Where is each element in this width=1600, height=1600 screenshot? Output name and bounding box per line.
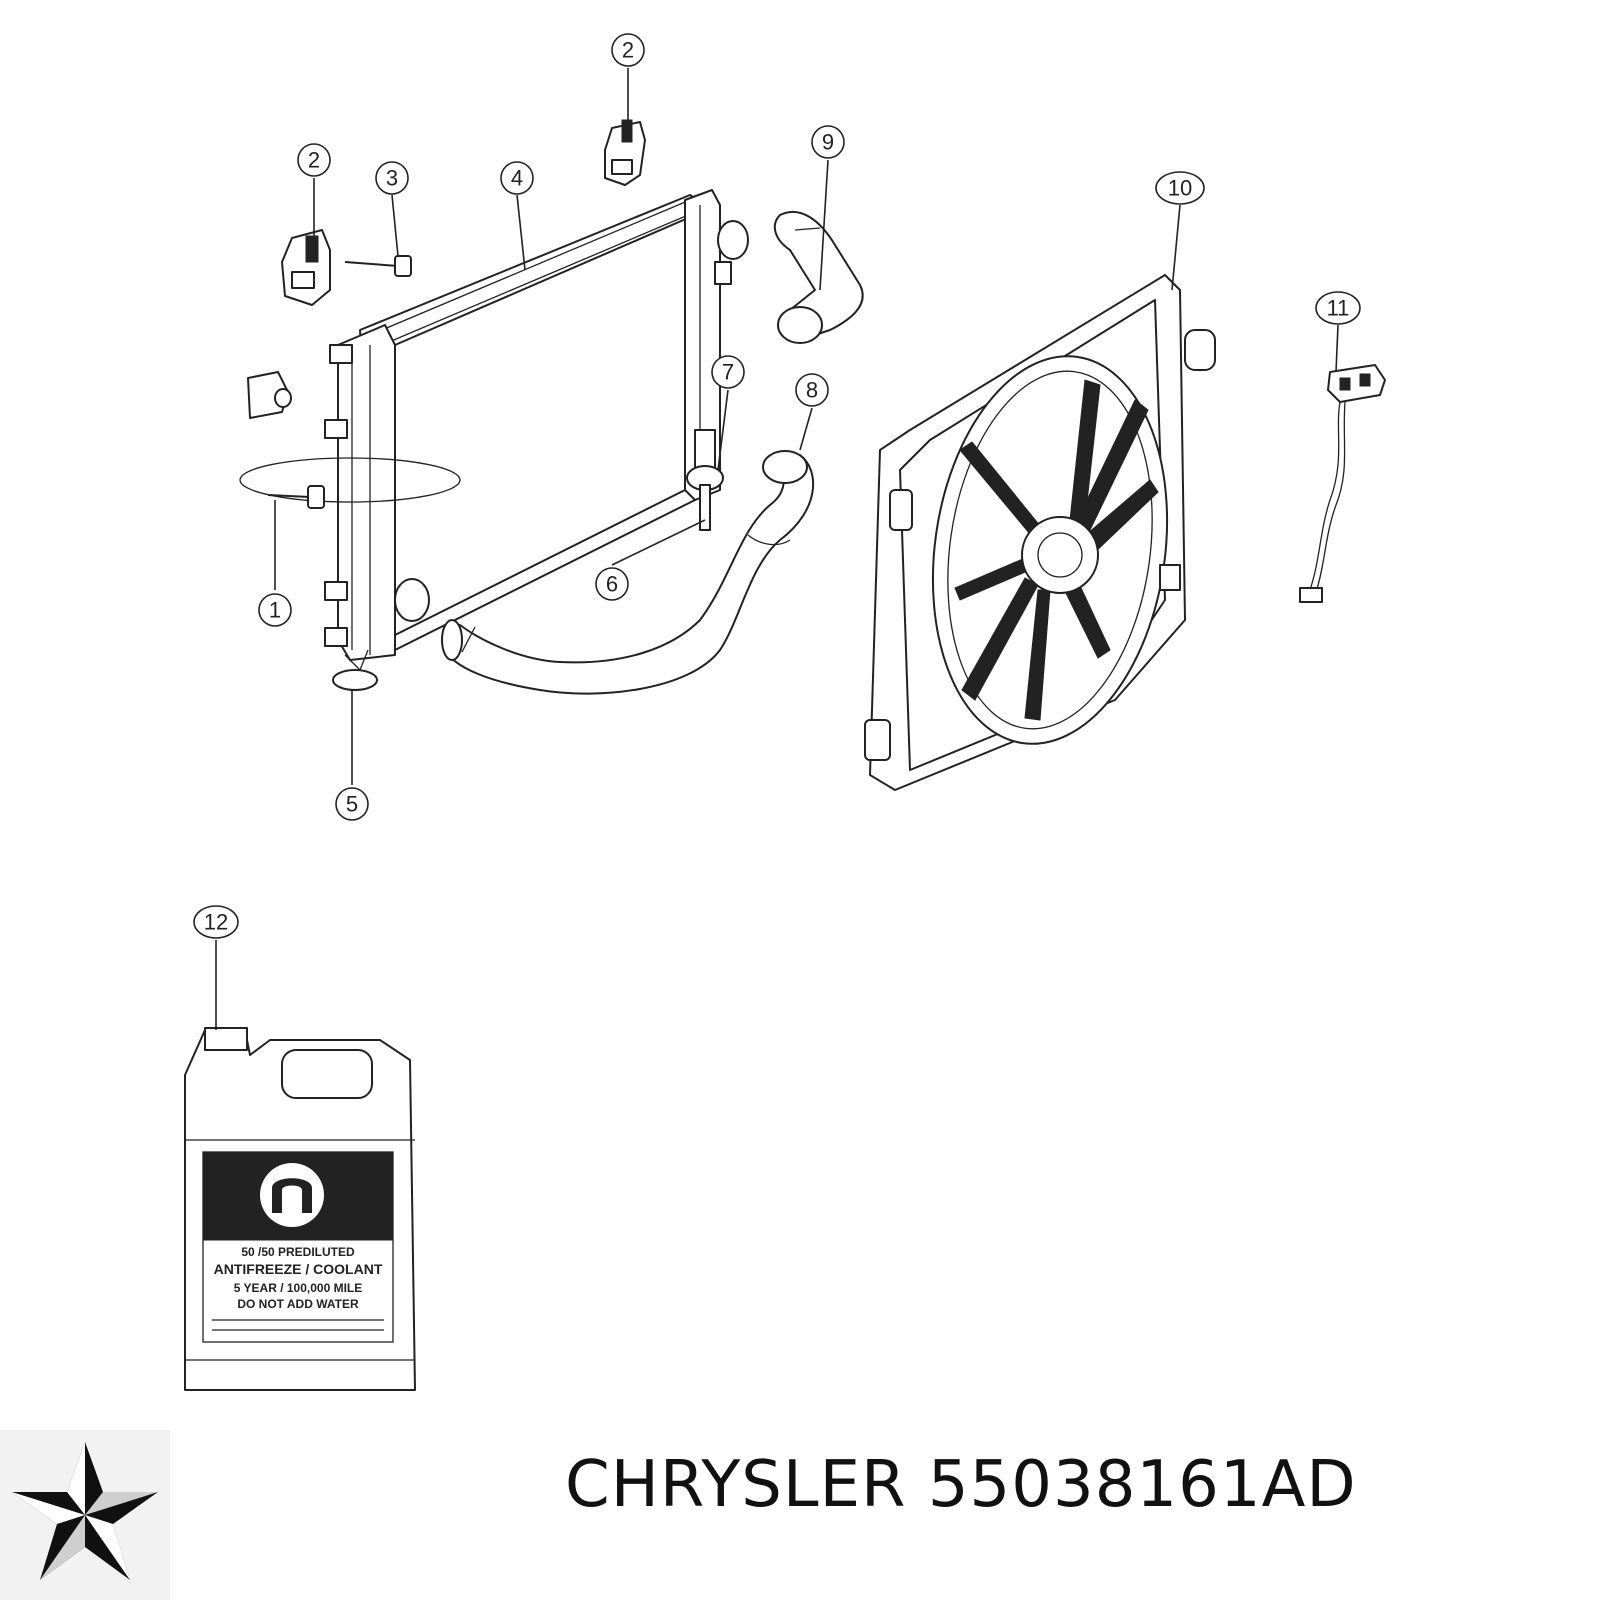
- callout-6: 6: [595, 567, 629, 601]
- pentastar-logo-icon: [0, 1430, 170, 1600]
- svg-text:2: 2: [622, 38, 634, 63]
- svg-text:1: 1: [269, 598, 281, 623]
- callout-3: 3: [375, 161, 409, 195]
- radiator-illustration: [324, 189, 749, 691]
- bolt-illustration-upper: [344, 255, 412, 277]
- lower-hose-illustration: [441, 450, 814, 695]
- lower-bracket-illustration: [239, 371, 461, 509]
- svg-text:4: 4: [511, 166, 523, 191]
- callout-4: 4: [500, 161, 534, 195]
- callout-2-upper: 2: [611, 33, 645, 67]
- callout-1: 1: [258, 593, 292, 627]
- coolant-jug-illustration: MOPAR 50 /50 PREDILUTED ANTIFREEZE / COO…: [184, 1027, 416, 1391]
- callout-2-lower: 2: [297, 143, 331, 177]
- svg-text:9: 9: [822, 130, 834, 155]
- jug-label-line2: ANTIFREEZE / COOLANT: [214, 1261, 383, 1277]
- isolator-bracket-upper-left: [281, 229, 331, 306]
- fan-blades: [954, 379, 1159, 721]
- fan-shroud-illustration: [864, 274, 1216, 791]
- callout-8: 8: [795, 373, 829, 407]
- jug-label-line1: 50 /50 PREDILUTED: [241, 1245, 355, 1259]
- svg-text:12: 12: [204, 910, 228, 935]
- callout-10: 10: [1155, 171, 1205, 205]
- brand-part-number-caption: CHRYSLER 55038161AD: [565, 1448, 1357, 1522]
- svg-text:2: 2: [308, 148, 320, 173]
- fan-resistor-harness-illustration: [1299, 364, 1386, 603]
- leader-lines: [215, 68, 1339, 1030]
- callout-11: 11: [1315, 291, 1361, 325]
- callout-9: 9: [811, 125, 845, 159]
- isolator-bracket-upper-right: [604, 119, 646, 186]
- svg-text:10: 10: [1168, 176, 1192, 201]
- upper-hose-illustration: [773, 210, 864, 344]
- callouts: 1 2 2 3 4 5 6 7: [193, 33, 1361, 939]
- svg-text:11: 11: [1327, 296, 1350, 321]
- jug-label-line4: DO NOT ADD WATER: [237, 1297, 359, 1311]
- svg-text:3: 3: [386, 166, 398, 191]
- jug-brand-label: MOPAR: [280, 1228, 317, 1239]
- callout-5: 5: [335, 787, 369, 821]
- jug-label-line3: 5 YEAR / 100,000 MILE: [234, 1281, 363, 1295]
- svg-text:8: 8: [806, 378, 818, 403]
- svg-text:6: 6: [606, 572, 618, 597]
- hose-clamp-illustration: [686, 465, 724, 531]
- callout-12: 12: [193, 905, 239, 939]
- svg-text:7: 7: [722, 360, 734, 385]
- callout-7: 7: [711, 355, 745, 389]
- svg-text:5: 5: [346, 792, 358, 817]
